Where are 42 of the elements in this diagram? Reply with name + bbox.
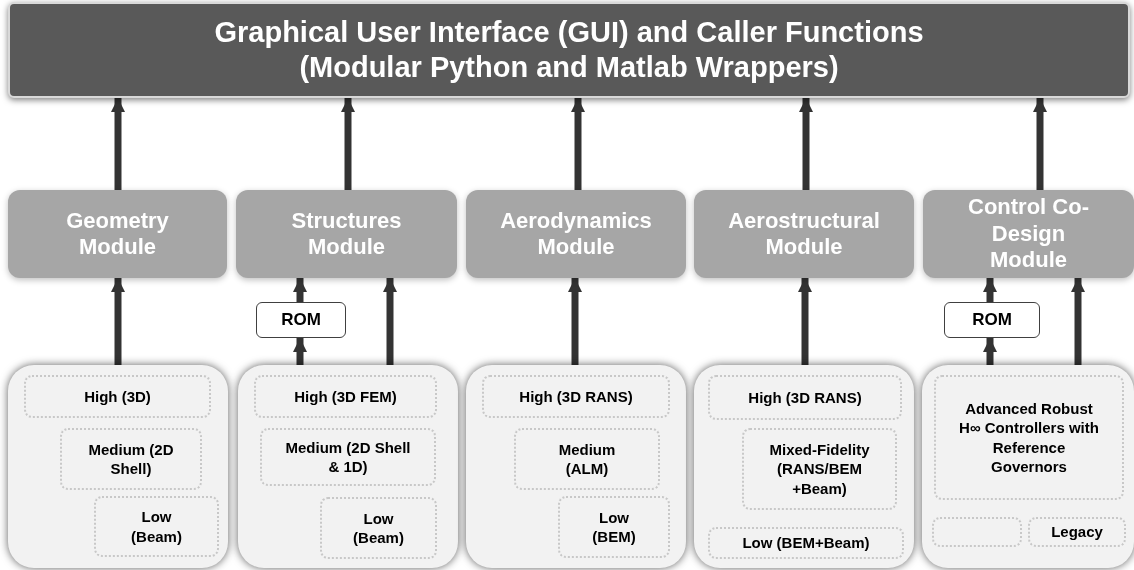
arrow — [1071, 278, 1085, 365]
arrow — [293, 278, 307, 302]
fidelity-panel — [466, 365, 686, 568]
arrow — [571, 98, 585, 190]
fidelity-box: Mixed-Fidelity (RANS/BEM +Beam) — [742, 428, 897, 510]
arrow — [799, 98, 813, 190]
fidelity-box: Low (Beam) — [94, 496, 219, 557]
arrow — [111, 278, 125, 365]
module-box: Aerostructural Module — [694, 190, 914, 278]
fidelity-box: Medium (2D Shell) — [60, 428, 202, 490]
arrow — [798, 278, 812, 365]
fidelity-box: High (3D RANS) — [708, 375, 902, 420]
fidelity-box: Medium (ALM) — [514, 428, 660, 490]
rom-box: ROM — [256, 302, 346, 338]
fidelity-box: Low (Beam) — [320, 497, 437, 559]
module-box: Geometry Module — [8, 190, 227, 278]
fidelity-box: High (3D FEM) — [254, 375, 437, 418]
module-box: Aerodynamics Module — [466, 190, 686, 278]
arrow — [111, 98, 125, 190]
gui-banner: Graphical User Interface (GUI) and Caller Functions (Modular Python and Matlab Wrappers) — [8, 2, 1130, 98]
empty-box — [932, 517, 1022, 547]
module-box: Control Co-Design Module — [923, 190, 1134, 278]
fidelity-box: High (3D RANS) — [482, 375, 670, 418]
arrow — [293, 338, 307, 365]
fidelity-panel — [694, 365, 914, 568]
arrow — [383, 278, 397, 365]
fidelity-box: Legacy — [1028, 517, 1126, 547]
fidelity-panel — [8, 365, 228, 568]
fidelity-panel — [922, 365, 1134, 568]
arrow — [983, 338, 997, 365]
fidelity-box: High (3D) — [24, 375, 211, 418]
fidelity-box: Low (BEM+Beam) — [708, 527, 904, 559]
arrow — [341, 98, 355, 190]
rom-box: ROM — [944, 302, 1040, 338]
fidelity-box: Advanced Robust H∞ Controllers with Reference Governors — [934, 375, 1124, 500]
arrow — [1033, 98, 1047, 190]
module-box: Structures Module — [236, 190, 457, 278]
fidelity-box: Low (BEM) — [558, 496, 670, 558]
fidelity-panel — [238, 365, 458, 568]
arrow — [983, 278, 997, 302]
fidelity-box: Medium (2D Shell & 1D) — [260, 428, 436, 486]
arrow — [568, 278, 582, 365]
